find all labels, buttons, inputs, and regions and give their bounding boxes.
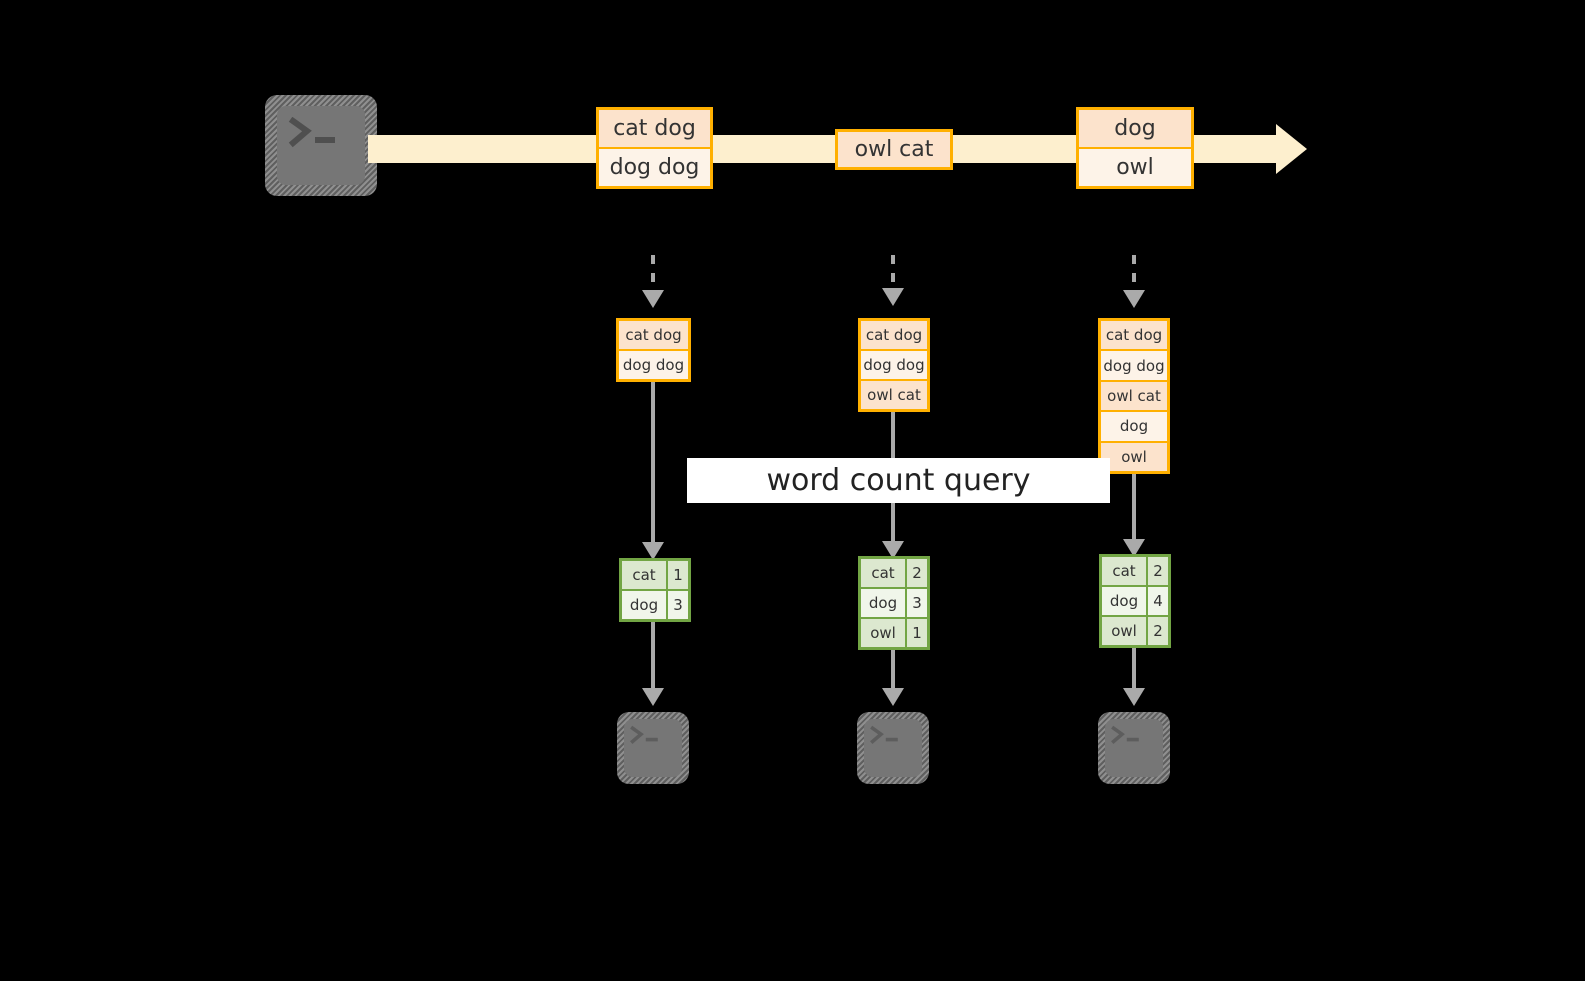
result-word: cat bbox=[622, 561, 668, 589]
record-line: cat dog bbox=[619, 321, 688, 349]
result-word: owl bbox=[1102, 617, 1148, 645]
snapshot-3-sink-terminal-icon bbox=[1098, 712, 1170, 784]
result-count: 3 bbox=[668, 591, 688, 619]
stream-event-2[interactable]: owl cat bbox=[835, 129, 953, 170]
result-count: 2 bbox=[1148, 617, 1168, 645]
result-count: 1 bbox=[668, 561, 688, 589]
snapshot-1-sink-arrowhead-icon bbox=[642, 688, 664, 706]
record-line: dog dog bbox=[1101, 349, 1167, 380]
result-count: 2 bbox=[907, 559, 927, 587]
record-line: dog dog bbox=[619, 349, 688, 379]
stream-event-3[interactable]: dog owl bbox=[1076, 107, 1194, 189]
record-line: owl cat bbox=[1101, 379, 1167, 411]
result-count: 1 bbox=[907, 619, 927, 647]
record-line: owl cat bbox=[861, 379, 927, 409]
record-line: cat dog bbox=[599, 110, 710, 147]
snapshot-3-query-arrowhead-icon bbox=[1123, 539, 1145, 557]
snapshot-3-input-box[interactable]: cat dog dog dog owl cat dog owl bbox=[1098, 318, 1170, 474]
result-word: owl bbox=[861, 619, 907, 647]
source-terminal-icon bbox=[265, 95, 377, 196]
snapshot-2-sink-connector bbox=[891, 650, 895, 696]
result-count: 2 bbox=[1148, 557, 1168, 585]
table-row: cat 2 bbox=[861, 559, 927, 587]
record-line: dog dog bbox=[599, 147, 710, 186]
snapshot-2-sink-terminal-icon bbox=[857, 712, 929, 784]
snapshot-1-dashed-arrowhead-icon bbox=[642, 290, 664, 308]
stream-arrowhead-icon bbox=[1276, 124, 1307, 174]
record-line: dog bbox=[1079, 110, 1191, 147]
table-row: dog 4 bbox=[1102, 585, 1168, 615]
snapshot-1-query-arrowhead-icon bbox=[642, 542, 664, 560]
snapshot-1-sink-terminal-icon bbox=[617, 712, 689, 784]
query-label: word count query bbox=[687, 458, 1110, 503]
snapshot-1-result-table[interactable]: cat 1 dog 3 bbox=[619, 558, 691, 622]
terminal-prompt-icon bbox=[1111, 725, 1139, 744]
table-row: cat 2 bbox=[1102, 557, 1168, 585]
snapshot-1-input-box[interactable]: cat dog dog dog bbox=[616, 318, 691, 382]
table-row: dog 3 bbox=[861, 587, 927, 617]
record-line: dog dog bbox=[861, 349, 927, 379]
record-line: owl cat bbox=[838, 132, 950, 167]
snapshot-2-query-arrowhead-icon bbox=[882, 541, 904, 559]
snapshot-2-dashed-connector bbox=[891, 255, 895, 291]
snapshot-3-sink-connector bbox=[1132, 648, 1136, 696]
record-line: cat dog bbox=[1101, 321, 1167, 350]
table-row: owl 1 bbox=[861, 617, 927, 647]
result-word: cat bbox=[861, 559, 907, 587]
result-count: 4 bbox=[1148, 587, 1168, 615]
snapshot-2-result-table[interactable]: cat 2 dog 3 owl 1 bbox=[858, 556, 930, 650]
record-line: owl bbox=[1101, 440, 1167, 472]
snapshot-1-sink-connector bbox=[651, 622, 655, 696]
result-count: 3 bbox=[907, 589, 927, 617]
snapshot-3-sink-arrowhead-icon bbox=[1123, 688, 1145, 706]
snapshot-2-input-box[interactable]: cat dog dog dog owl cat bbox=[858, 318, 930, 412]
terminal-prompt-icon bbox=[870, 725, 898, 744]
terminal-prompt-icon bbox=[288, 117, 335, 148]
result-word: cat bbox=[1102, 557, 1148, 585]
snapshot-3-dashed-arrowhead-icon bbox=[1123, 290, 1145, 308]
snapshot-1-query-connector bbox=[651, 382, 655, 552]
result-word: dog bbox=[622, 591, 668, 619]
snapshot-1-dashed-connector bbox=[651, 255, 655, 293]
record-line: dog bbox=[1101, 410, 1167, 441]
table-row: dog 3 bbox=[622, 589, 688, 619]
record-line: cat dog bbox=[861, 321, 927, 349]
snapshot-2-sink-arrowhead-icon bbox=[882, 688, 904, 706]
result-word: dog bbox=[1102, 587, 1148, 615]
table-row: cat 1 bbox=[622, 561, 688, 589]
result-word: dog bbox=[861, 589, 907, 617]
snapshot-3-dashed-connector bbox=[1132, 255, 1136, 293]
snapshot-3-query-connector bbox=[1132, 474, 1136, 552]
stream-event-1[interactable]: cat dog dog dog bbox=[596, 107, 713, 189]
terminal-prompt-icon bbox=[630, 725, 658, 744]
snapshot-2-dashed-arrowhead-icon bbox=[882, 288, 904, 306]
snapshot-3-result-table[interactable]: cat 2 dog 4 owl 2 bbox=[1099, 554, 1171, 648]
record-line: owl bbox=[1079, 147, 1191, 186]
table-row: owl 2 bbox=[1102, 615, 1168, 645]
